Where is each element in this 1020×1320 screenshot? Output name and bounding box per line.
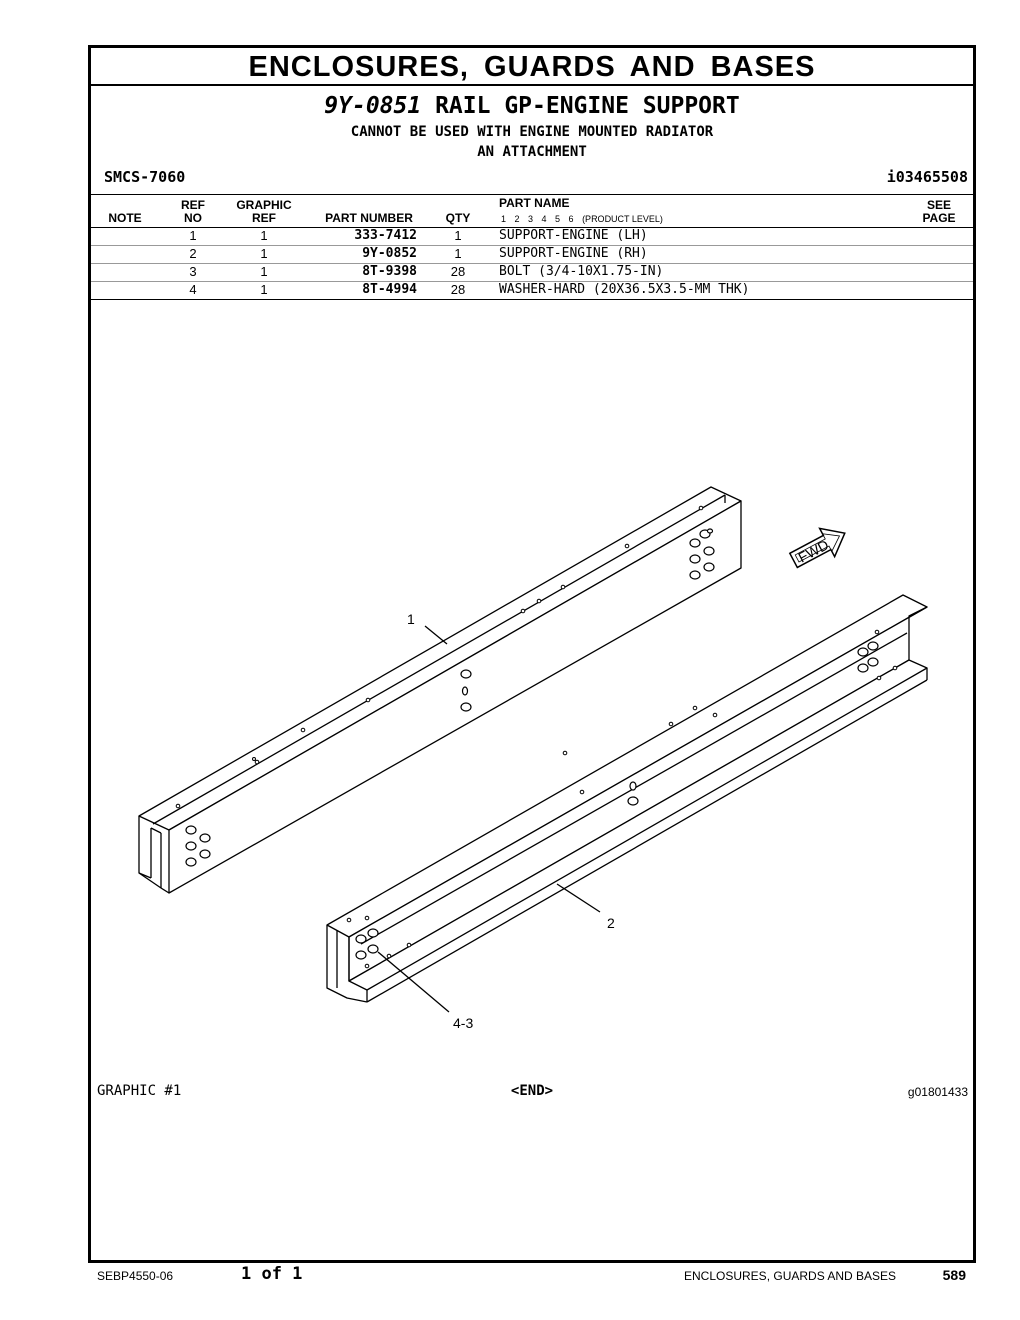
- row-graphic-ref: 1: [260, 246, 268, 261]
- graphic-label: GRAPHIC #1: [97, 1083, 182, 1099]
- row-part-number: 333-7412: [354, 228, 417, 243]
- footer-page-number: 589: [942, 1267, 966, 1283]
- smcs-code: SMCS-7060: [104, 168, 186, 186]
- table-row: 4 1 8T-4994 28 WASHER-HARD (20X36.5X3.5-…: [91, 281, 973, 300]
- footer-page-of: 1 of 1: [241, 1264, 303, 1284]
- header-ref-2: NO: [184, 211, 202, 225]
- table-header: NOTE REF NO GRAPHIC REF PART NUMBER QTY …: [91, 194, 973, 228]
- row-graphic-ref: 1: [260, 282, 268, 297]
- header-part-name: PART NAME: [499, 196, 570, 210]
- row-ref: 1: [189, 228, 197, 243]
- header-see-1: SEE: [926, 198, 951, 212]
- header-note: NOTE: [108, 211, 142, 225]
- footer-section: ENCLOSURES, GUARDS AND BASES: [684, 1269, 897, 1283]
- header-product-levels: 1 2 3 4 5 6 (PRODUCT LEVEL): [501, 213, 663, 226]
- table-row: 1 1 333-7412 1 SUPPORT-ENGINE (LH): [91, 227, 973, 246]
- page-frame: ENCLOSURES, GUARDS AND BASES 9Y-0851 RAI…: [88, 45, 976, 1263]
- row-qty: 28: [450, 282, 466, 297]
- rail-rh: [326, 594, 928, 1003]
- parts-illustration: FWD: [138, 486, 928, 1031]
- row-part-name: SUPPORT-ENGINE (RH): [499, 246, 648, 261]
- row-qty: 1: [454, 228, 462, 243]
- group-title: 9Y-0851 RAIL GP-ENGINE SUPPORT: [91, 92, 973, 120]
- product-level-label: (PRODUCT LEVEL): [582, 214, 663, 224]
- row-qty: 1: [454, 246, 462, 261]
- row-graphic-ref: 1: [260, 264, 268, 279]
- row-part-number: 8T-4994: [362, 282, 417, 297]
- info-id: i03465508: [886, 168, 968, 186]
- header-qty: QTY: [445, 211, 471, 225]
- row-ref: 2: [189, 246, 197, 261]
- section-title: ENCLOSURES, GUARDS AND BASES: [91, 48, 973, 86]
- group-note-1: CANNOT BE USED WITH ENGINE MOUNTED RADIA…: [350, 124, 714, 140]
- header-part-number: PART NUMBER: [325, 211, 413, 225]
- header-graphic-2: REF: [252, 211, 276, 225]
- callout-1: 1: [407, 611, 415, 627]
- group-name: RAIL GP-ENGINE SUPPORT: [435, 93, 740, 119]
- row-part-name: BOLT (3/4-10X1.75-IN): [499, 264, 664, 279]
- graphic-id: g01801433: [907, 1085, 968, 1099]
- rail-lh: [138, 486, 742, 894]
- row-graphic-ref: 1: [260, 228, 268, 243]
- end-marker: <END>: [510, 1083, 554, 1099]
- callout-4-3: 4-3: [453, 1015, 473, 1031]
- footer-doc-number: SEBP4550-06: [97, 1269, 174, 1283]
- row-part-number: 9Y-0852: [362, 246, 417, 261]
- header-graphic-1: GRAPHIC: [236, 198, 292, 212]
- table-row: 2 1 9Y-0852 1 SUPPORT-ENGINE (RH): [91, 245, 973, 264]
- row-part-name: SUPPORT-ENGINE (LH): [499, 228, 648, 243]
- leader-lines: [377, 625, 601, 1013]
- row-part-number: 8T-9398: [362, 264, 417, 279]
- row-ref: 4: [189, 282, 197, 297]
- table-row: 3 1 8T-9398 28 BOLT (3/4-10X1.75-IN): [91, 263, 973, 282]
- row-part-name: WASHER-HARD (20X36.5X3.5-MM THK): [499, 282, 750, 297]
- product-level-numbers: 1 2 3 4 5 6: [501, 214, 574, 224]
- row-ref: 3: [189, 264, 197, 279]
- mounting-holes: [175, 505, 898, 969]
- row-qty: 28: [450, 264, 466, 279]
- group-part-number: 9Y-0851: [324, 93, 422, 119]
- header-see-2: PAGE: [922, 211, 956, 225]
- group-note-2: AN ATTACHMENT: [477, 144, 587, 160]
- header-ref-1: REF: [181, 198, 205, 212]
- bolt-group: [185, 528, 879, 960]
- callout-2: 2: [607, 915, 615, 931]
- fwd-arrow-icon: FWD: [788, 527, 846, 569]
